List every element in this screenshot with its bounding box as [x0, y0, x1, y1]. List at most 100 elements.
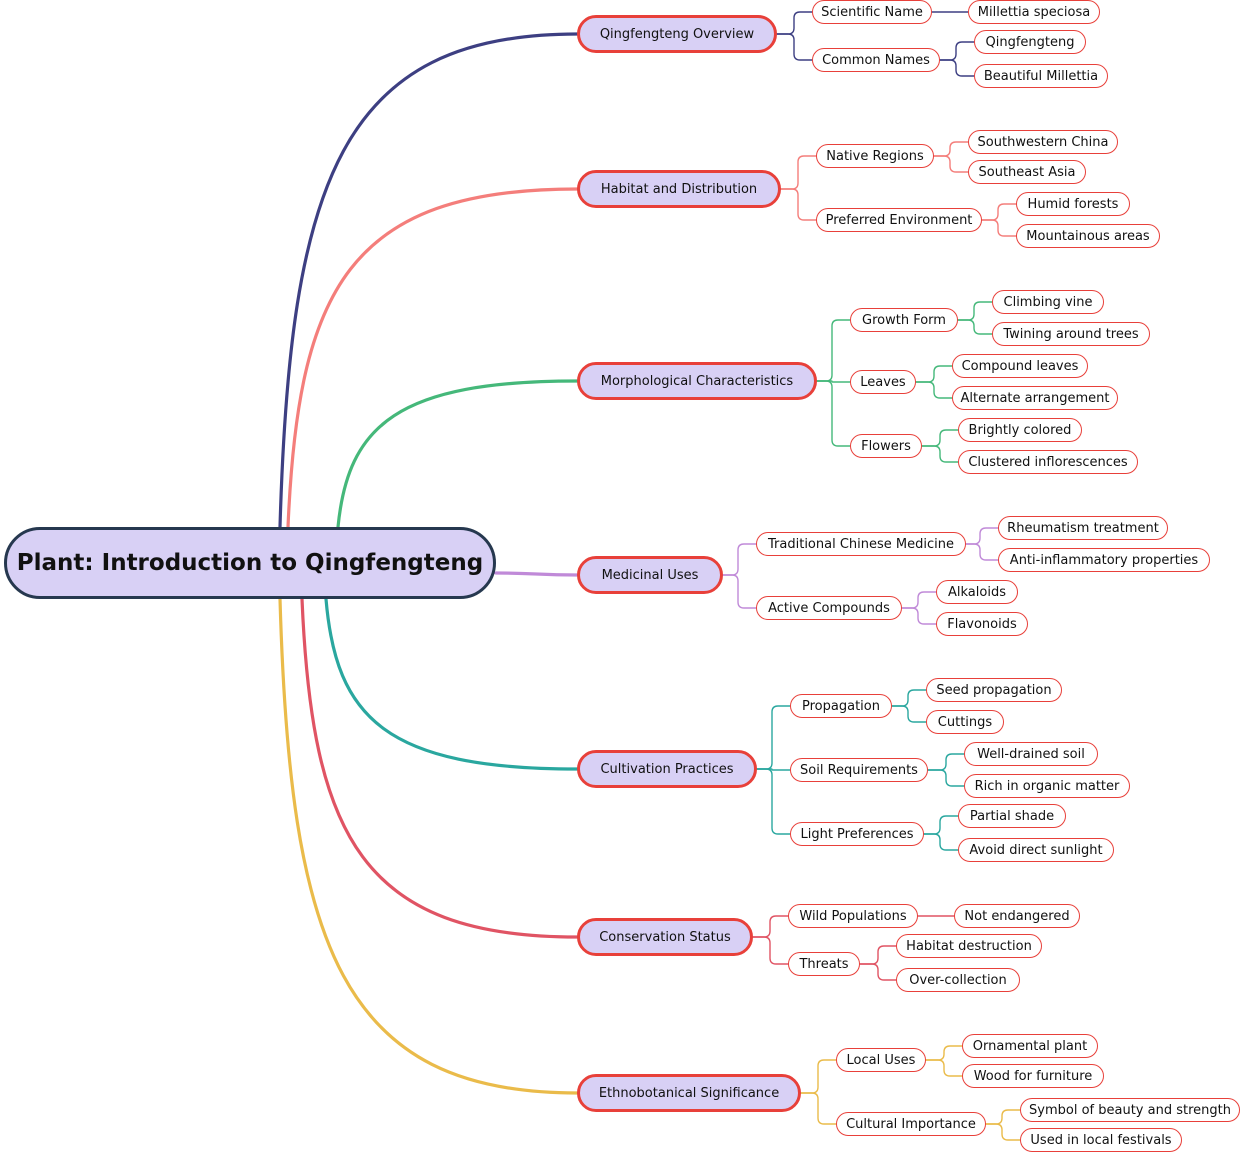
branch-ethnobotanical-significance-label: Ethnobotanical Significance	[598, 1085, 780, 1101]
subtopic-threats-connector	[752, 936, 789, 965]
subtopic-common-names[interactable]: Common Names	[812, 48, 940, 72]
leaf-ornamental-plant-label: Ornamental plant	[972, 1038, 1088, 1054]
leaf-symbol-of-beauty-and-strength-connector	[985, 1109, 1021, 1125]
subtopic-native-regions[interactable]: Native Regions	[816, 144, 934, 168]
subtopic-active-compounds[interactable]: Active Compounds	[756, 596, 902, 620]
leaf-qingfengteng[interactable]: Qingfengteng	[974, 30, 1086, 54]
leaf-alkaloids[interactable]: Alkaloids	[936, 580, 1018, 604]
branch-medicinal-uses[interactable]: Medicinal Uses	[577, 556, 723, 594]
leaf-twining-around-trees[interactable]: Twining around trees	[992, 322, 1150, 346]
leaf-beautiful-millettia[interactable]: Beautiful Millettia	[974, 64, 1108, 88]
leaf-over-collection-label: Over-collection	[909, 972, 1007, 988]
leaf-mountainous-areas-label: Mountainous areas	[1026, 228, 1150, 244]
leaf-brightly-colored[interactable]: Brightly colored	[958, 418, 1082, 442]
leaf-flavonoids[interactable]: Flavonoids	[936, 612, 1028, 636]
subtopic-light-preferences-connector	[756, 768, 791, 835]
subtopic-wild-populations-label: Wild Populations	[799, 908, 907, 924]
subtopic-common-names-label: Common Names	[822, 52, 930, 68]
leaf-rich-in-organic-matter-connector	[927, 769, 965, 787]
leaf-used-in-local-festivals[interactable]: Used in local festivals	[1020, 1128, 1182, 1152]
branch-habitat-and-distribution[interactable]: Habitat and Distribution	[577, 170, 781, 208]
leaf-cuttings-label: Cuttings	[937, 714, 993, 730]
subtopic-local-uses[interactable]: Local Uses	[836, 1048, 926, 1072]
branch-qingfengteng-overview[interactable]: Qingfengteng Overview	[577, 15, 777, 53]
branch-conservation-status[interactable]: Conservation Status	[577, 918, 753, 956]
leaf-wood-for-furniture[interactable]: Wood for furniture	[962, 1064, 1104, 1088]
leaf-symbol-of-beauty-and-strength[interactable]: Symbol of beauty and strength	[1020, 1098, 1240, 1122]
leaf-clustered-inflorescences[interactable]: Clustered inflorescences	[958, 450, 1138, 474]
subtopic-active-compounds-connector	[722, 574, 757, 609]
leaf-mountainous-areas-connector	[981, 219, 1017, 237]
leaf-over-collection[interactable]: Over-collection	[896, 968, 1020, 992]
branch-morphological-characteristics[interactable]: Morphological Characteristics	[577, 362, 817, 400]
branch-ethnobotanical-significance[interactable]: Ethnobotanical Significance	[577, 1074, 801, 1112]
branch-qingfengteng-overview-label: Qingfengteng Overview	[599, 26, 755, 42]
leaf-seed-propagation[interactable]: Seed propagation	[926, 678, 1062, 702]
subtopic-scientific-name[interactable]: Scientific Name	[812, 0, 932, 24]
leaf-not-endangered[interactable]: Not endangered	[954, 904, 1080, 928]
leaf-well-drained-soil-label: Well-drained soil	[977, 746, 1085, 762]
subtopic-native-regions-label: Native Regions	[826, 148, 924, 164]
leaf-flavonoids-connector	[901, 607, 937, 625]
leaf-cuttings[interactable]: Cuttings	[926, 710, 1004, 734]
branch-morphological-characteristics-connector	[336, 379, 579, 529]
leaf-anti-inflammatory-properties[interactable]: Anti-inflammatory properties	[998, 548, 1210, 572]
leaf-well-drained-soil[interactable]: Well-drained soil	[964, 742, 1098, 766]
branch-cultivation-practices-label: Cultivation Practices	[600, 761, 734, 777]
leaf-rich-in-organic-matter[interactable]: Rich in organic matter	[964, 774, 1130, 798]
subtopic-traditional-chinese-medicine[interactable]: Traditional Chinese Medicine	[756, 532, 966, 556]
leaf-qingfengteng-connector	[939, 41, 975, 61]
subtopic-soil-requirements-label: Soil Requirements	[800, 762, 918, 778]
subtopic-wild-populations[interactable]: Wild Populations	[788, 904, 918, 928]
leaf-qingfengteng-label: Qingfengteng	[985, 34, 1075, 50]
leaf-alternate-arrangement-label: Alternate arrangement	[960, 390, 1110, 406]
subtopic-growth-form[interactable]: Growth Form	[850, 308, 958, 332]
leaf-seed-propagation-connector	[891, 689, 927, 707]
leaf-avoid-direct-sunlight[interactable]: Avoid direct sunlight	[958, 838, 1114, 862]
subtopic-leaves[interactable]: Leaves	[850, 370, 916, 394]
leaf-mountainous-areas[interactable]: Mountainous areas	[1016, 224, 1160, 248]
leaf-southwestern-china[interactable]: Southwestern China	[968, 130, 1118, 154]
leaf-climbing-vine[interactable]: Climbing vine	[992, 290, 1104, 314]
subtopic-propagation[interactable]: Propagation	[790, 694, 892, 718]
subtopic-scientific-name-connector	[776, 11, 813, 35]
leaf-avoid-direct-sunlight-connector	[923, 833, 959, 851]
subtopic-soil-requirements[interactable]: Soil Requirements	[790, 758, 928, 782]
leaf-millettia-speciosa[interactable]: Millettia speciosa	[968, 0, 1100, 24]
leaf-ornamental-plant[interactable]: Ornamental plant	[962, 1034, 1098, 1058]
leaf-humid-forests[interactable]: Humid forests	[1016, 192, 1130, 216]
subtopic-soil-requirements-connector	[756, 768, 791, 771]
subtopic-preferred-environment[interactable]: Preferred Environment	[816, 208, 982, 232]
leaf-southwestern-china-connector	[933, 141, 969, 157]
leaf-habitat-destruction[interactable]: Habitat destruction	[896, 934, 1042, 958]
subtopic-light-preferences[interactable]: Light Preferences	[790, 822, 924, 846]
leaf-compound-leaves[interactable]: Compound leaves	[952, 354, 1088, 378]
subtopic-threats[interactable]: Threats	[788, 952, 860, 976]
leaf-southeast-asia[interactable]: Southeast Asia	[968, 160, 1086, 184]
leaf-rheumatism-treatment[interactable]: Rheumatism treatment	[998, 516, 1168, 540]
branch-qingfengteng-overview-connector	[278, 32, 579, 529]
subtopic-propagation-label: Propagation	[802, 698, 880, 714]
branch-conservation-status-connector	[300, 597, 579, 939]
subtopic-cultural-importance[interactable]: Cultural Importance	[836, 1112, 986, 1136]
leaf-compound-leaves-label: Compound leaves	[961, 358, 1079, 374]
leaf-alternate-arrangement[interactable]: Alternate arrangement	[952, 386, 1118, 410]
subtopic-cultural-importance-connector	[800, 1092, 837, 1125]
leaf-flavonoids-label: Flavonoids	[947, 616, 1017, 632]
leaf-southeast-asia-label: Southeast Asia	[978, 164, 1076, 180]
subtopic-local-uses-connector	[800, 1059, 837, 1094]
leaf-anti-inflammatory-properties-connector	[965, 543, 999, 561]
leaf-partial-shade[interactable]: Partial shade	[958, 804, 1066, 828]
leaf-seed-propagation-label: Seed propagation	[936, 682, 1052, 698]
branch-cultivation-practices[interactable]: Cultivation Practices	[577, 750, 757, 788]
leaf-alkaloids-label: Alkaloids	[948, 584, 1006, 600]
subtopic-propagation-connector	[756, 705, 791, 770]
branch-medicinal-uses-label: Medicinal Uses	[601, 567, 699, 583]
branch-ethnobotanical-significance-connector	[278, 597, 579, 1095]
root-topic[interactable]: Plant: Introduction to Qingfengteng	[4, 527, 496, 599]
branch-morphological-characteristics-label: Morphological Characteristics	[600, 373, 794, 389]
branch-cultivation-practices-connector	[324, 597, 579, 771]
subtopic-flowers[interactable]: Flowers	[850, 434, 922, 458]
leaf-brightly-colored-connector	[921, 429, 959, 447]
